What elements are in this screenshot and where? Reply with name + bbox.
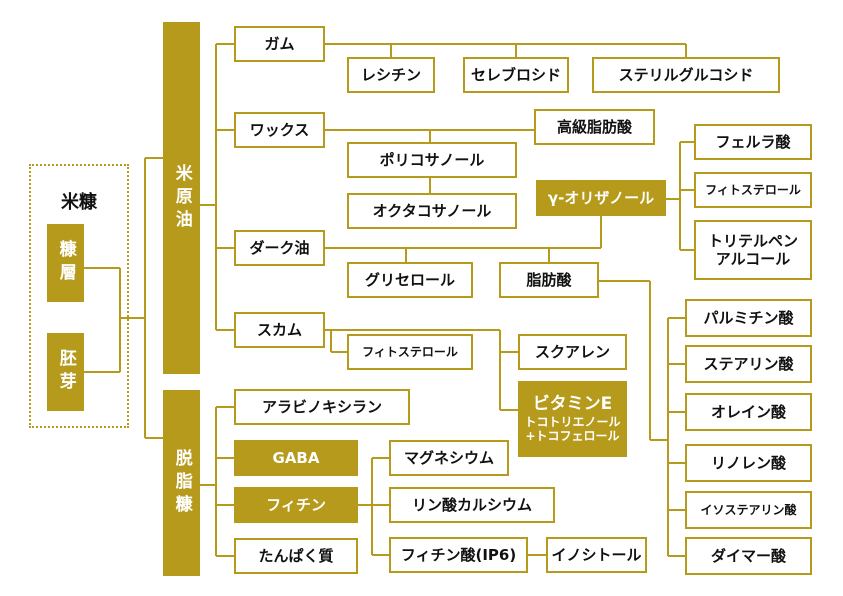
phytin-node: フィチン xyxy=(234,487,358,523)
triterpene-line-2: アルコール xyxy=(715,250,791,268)
rice-bran-group xyxy=(29,164,129,428)
oryzanol-phytosterol-node: フィトステロール xyxy=(694,172,812,208)
rice-bran-title: 米糠 xyxy=(61,192,97,213)
calcium-phosphate-node: リン酸カルシウム xyxy=(389,487,555,523)
octacosanol-node: オクタコサノール xyxy=(347,193,517,229)
protein-node: たんぱく質 xyxy=(234,538,358,574)
arabinoxylan-node: アラビノキシラン xyxy=(234,389,410,425)
glycerol-node: グリセロール xyxy=(347,262,473,298)
scum-node: スカム xyxy=(234,312,325,348)
ferulic-acid-node: フェルラ酸 xyxy=(694,124,812,160)
magnesium-node: マグネシウム xyxy=(389,440,509,476)
inositol-node: イノシトール xyxy=(546,537,647,573)
gaba-node: GABA xyxy=(234,440,358,476)
dark-oil-node: ダーク油 xyxy=(234,230,325,266)
gum-node: ガム xyxy=(234,26,325,62)
phytic-acid-node: フィチン酸(IP6) xyxy=(389,537,528,573)
vitamin-e-node: ビタミンE トコトリエノール +トコフェロール xyxy=(518,381,627,457)
linolenic-acid-node: リノレン酸 xyxy=(685,444,812,482)
dimer-acid-node: ダイマー酸 xyxy=(685,537,812,575)
steryl-glucoside-node: ステリルグルコシド xyxy=(592,57,780,93)
vitamin-e-sub-2: +トコフェロール xyxy=(525,429,620,444)
triterpene-line-1: トリテルペン xyxy=(707,232,798,250)
oryzanol-node: γ-オリザノール xyxy=(536,180,666,216)
vitamin-e-sub-1: トコトリエノール xyxy=(524,414,621,429)
triterpene-alcohol-node: トリテルペン アルコール xyxy=(694,220,812,280)
stearic-acid-node: ステアリン酸 xyxy=(685,345,812,383)
isostearic-acid-node: イソステアリン酸 xyxy=(685,491,812,529)
rice-oil-node: 米原油 xyxy=(163,22,200,374)
higher-fatty-acid-node: 高級脂肪酸 xyxy=(534,109,655,145)
lecithin-node: レシチン xyxy=(347,57,435,93)
oleic-acid-node: オレイン酸 xyxy=(685,393,812,431)
palmitic-acid-node: パルミチン酸 xyxy=(685,299,812,337)
vitamin-e-title: ビタミンE xyxy=(532,394,613,415)
defatted-bran-node: 脱脂糠 xyxy=(163,390,200,576)
wax-node: ワックス xyxy=(234,112,325,148)
bran-layer-node: 糠層 xyxy=(47,224,84,302)
cerebroside-node: セレブロシド xyxy=(463,57,569,93)
germ-node: 胚芽 xyxy=(47,333,84,411)
policosanol-node: ポリコサノール xyxy=(347,142,517,178)
scum-phytosterol-node: フィトステロール xyxy=(347,334,473,370)
squalene-node: スクアレン xyxy=(518,334,627,370)
fatty-acid-node: 脂肪酸 xyxy=(499,262,599,298)
